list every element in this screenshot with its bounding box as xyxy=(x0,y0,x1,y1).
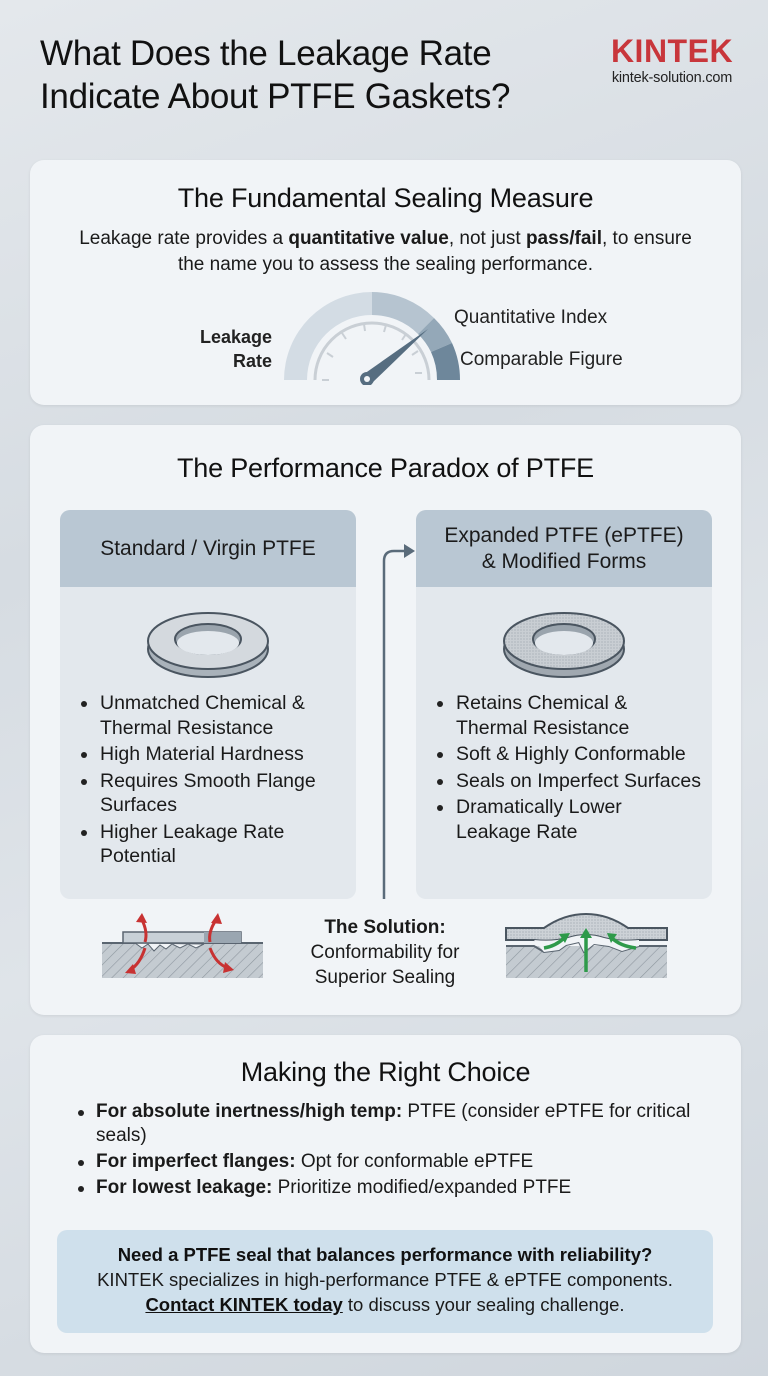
list-item: For imperfect flanges: Opt for conformab… xyxy=(78,1150,701,1174)
transition-arrow-icon xyxy=(382,544,415,899)
cta-headline: Need a PTFE seal that balances performan… xyxy=(117,1244,653,1265)
section-title: The Fundamental Sealing Measure xyxy=(177,183,594,213)
gauge-row: Leakage Rate xyxy=(30,285,741,385)
list-item: Soft & Highly Conformable xyxy=(434,742,702,767)
page-title: What Does the Leakage Rate Indicate Abou… xyxy=(40,32,600,118)
section-description: Leakage rate provides a quantitative val… xyxy=(79,228,692,275)
page-header: What Does the Leakage Rate Indicate Abou… xyxy=(40,32,600,118)
list-item: Higher Leakage Rate Potential xyxy=(78,820,346,869)
section-title: Making the Right Choice xyxy=(240,1057,531,1087)
eptfe-bullets: Retains Chemical & Thermal Resistance So… xyxy=(434,691,712,844)
eptfe-column: Expanded PTFE (ePTFE) & Modified Forms R… xyxy=(416,510,712,899)
section-title: The Performance Paradox of PTFE xyxy=(177,453,594,483)
right-choice-card: Making the Right Choice For absolute ine… xyxy=(30,1035,741,1353)
porous-gasket-ring-icon xyxy=(503,612,625,678)
fundamental-measure-card: The Fundamental Sealing Measure Leakage … xyxy=(30,160,741,405)
leaking-flange-diagram-icon xyxy=(102,913,263,978)
list-item: Requires Smooth Flange Surfaces xyxy=(78,769,346,818)
virgin-ptfe-bullets: Unmatched Chemical & Thermal Resistance … xyxy=(78,691,356,869)
column-heading: Expanded PTFE (ePTFE) & Modified Forms xyxy=(416,510,712,587)
logo-wordmark: KINTEK xyxy=(610,33,734,69)
list-item: High Material Hardness xyxy=(78,742,346,767)
solid-gasket-ring-icon xyxy=(147,612,269,678)
gauge-label-comparable-figure: Comparable Figure xyxy=(460,349,623,370)
performance-paradox-card: The Performance Paradox of PTFE Standard… xyxy=(30,425,741,1015)
gauge-label-quantitative-index: Quantitative Index xyxy=(454,307,608,328)
virgin-ptfe-column: Standard / Virgin PTFE Unmatched Chemica… xyxy=(60,510,356,899)
list-item: Dramatically Lower Leakage Rate xyxy=(434,795,702,844)
gauge-left-label: Leakage Rate xyxy=(199,327,272,371)
choice-list: For absolute inertness/high temp: PTFE (… xyxy=(78,1100,701,1200)
conforming-seal-diagram-icon xyxy=(505,912,668,978)
list-item: Seals on Imperfect Surfaces xyxy=(434,769,702,794)
cta-banner: Need a PTFE seal that balances performan… xyxy=(57,1230,713,1333)
cta-body: KINTEK specializes in high-performance P… xyxy=(97,1269,673,1290)
cta-contact-line: Contact KINTEK today to discuss your sea… xyxy=(145,1294,625,1315)
page-title-line2: Indicate About PTFE Gaskets? xyxy=(40,77,511,116)
list-item: For absolute inertness/high temp: PTFE (… xyxy=(78,1100,701,1148)
column-heading: Standard / Virgin PTFE xyxy=(60,510,356,587)
page-title-line1: What Does the Leakage Rate xyxy=(40,34,492,73)
solution-callout: The Solution: Conformability for Superio… xyxy=(310,917,460,988)
logo-url[interactable]: kintek-solution.com xyxy=(611,70,733,86)
list-item: Unmatched Chemical & Thermal Resistance xyxy=(78,691,346,740)
kintek-logo[interactable]: KINTEK kintek-solution.com xyxy=(602,34,742,86)
gauge-icon xyxy=(284,292,461,385)
list-item: Retains Chemical & Thermal Resistance xyxy=(434,691,702,740)
contact-kintek-link[interactable]: Contact KINTEK today xyxy=(145,1294,343,1315)
list-item: For lowest leakage: Prioritize modified/… xyxy=(78,1176,701,1200)
